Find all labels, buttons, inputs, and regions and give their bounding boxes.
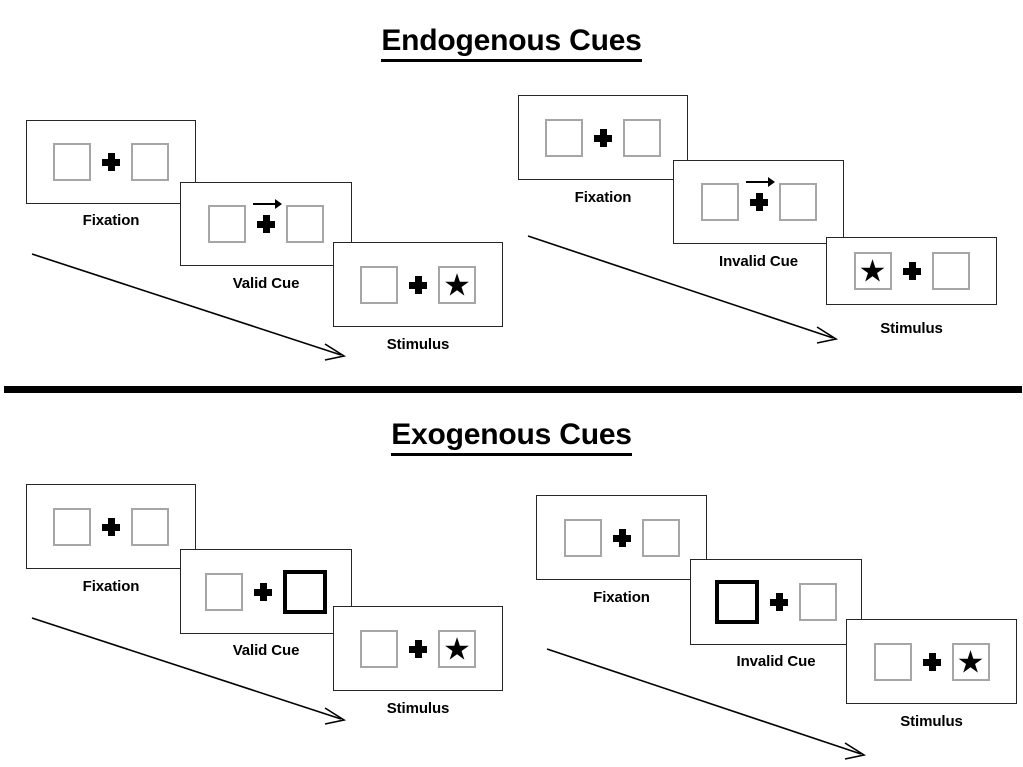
frame-content bbox=[27, 121, 195, 203]
label-exogenous-valid-cue: Valid Cue bbox=[232, 642, 300, 659]
fixation-cross-icon bbox=[902, 262, 921, 280]
left-placeholder-box bbox=[53, 143, 91, 181]
fixation-cross-icon bbox=[594, 128, 612, 147]
right-target-box: ★ bbox=[438, 265, 476, 304]
fixation-cross-icon bbox=[253, 199, 282, 233]
label-exogenous-valid-fixation: Fixation bbox=[82, 578, 140, 595]
fixation-cross-icon bbox=[409, 639, 427, 658]
arrow-right-icon bbox=[745, 177, 776, 187]
right-placeholder-box bbox=[799, 583, 837, 621]
frame-content bbox=[519, 96, 687, 179]
fixation-cross-icon bbox=[770, 593, 788, 611]
section-title-exogenous-text: Exogenous Cues bbox=[391, 418, 632, 456]
frame-endogenous-valid-fixation[interactable] bbox=[26, 120, 196, 204]
left-placeholder-box bbox=[208, 205, 246, 243]
section-title-exogenous: Exogenous Cues bbox=[0, 418, 1023, 456]
right-placeholder-box bbox=[286, 205, 324, 243]
frame-content bbox=[181, 550, 351, 633]
frame-content: ★ bbox=[334, 607, 502, 690]
left-target-box: ★ bbox=[853, 252, 892, 290]
left-cue-highlight-box bbox=[715, 580, 759, 624]
right-placeholder-box bbox=[131, 143, 169, 181]
star-icon: ★ bbox=[443, 631, 471, 666]
frame-content bbox=[181, 183, 351, 265]
frame-exogenous-valid-stimulus[interactable]: ★ bbox=[333, 606, 503, 691]
fixation-cross-icon bbox=[409, 275, 427, 294]
frame-endogenous-valid-cue[interactable] bbox=[180, 182, 352, 266]
right-target-box: ★ bbox=[438, 629, 476, 668]
fixation-cross-icon bbox=[922, 652, 941, 671]
right-cue-highlight-box bbox=[283, 569, 327, 614]
frame-exogenous-invalid-fixation[interactable] bbox=[536, 495, 707, 580]
left-placeholder-box bbox=[360, 265, 398, 304]
label-exogenous-valid-stimulus: Stimulus bbox=[386, 700, 450, 717]
frame-exogenous-invalid-stimulus[interactable]: ★ bbox=[846, 619, 1017, 704]
label-endogenous-valid-cue: Valid Cue bbox=[232, 275, 300, 292]
arrow-right-icon bbox=[253, 199, 283, 209]
left-placeholder-box bbox=[563, 518, 602, 557]
frame-content bbox=[674, 161, 843, 243]
frame-content: ★ bbox=[334, 243, 502, 326]
frame-endogenous-invalid-stimulus[interactable]: ★ bbox=[826, 237, 997, 305]
frame-endogenous-invalid-fixation[interactable] bbox=[518, 95, 688, 180]
fixation-cross-icon bbox=[612, 528, 631, 547]
fixation-cross-icon bbox=[102, 153, 120, 171]
frame-content bbox=[27, 485, 195, 568]
frame-exogenous-valid-fixation[interactable] bbox=[26, 484, 196, 569]
frame-content bbox=[537, 496, 706, 579]
label-exogenous-invalid-fixation: Fixation bbox=[593, 589, 650, 606]
section-title-endogenous: Endogenous Cues bbox=[0, 24, 1023, 62]
section-divider bbox=[4, 386, 1022, 393]
right-placeholder-box bbox=[131, 507, 169, 546]
frame-exogenous-invalid-cue[interactable] bbox=[690, 559, 862, 645]
fixation-cross-icon bbox=[254, 582, 272, 601]
label-exogenous-invalid-cue: Invalid Cue bbox=[736, 653, 816, 670]
left-placeholder-box bbox=[873, 642, 912, 681]
right-target-box: ★ bbox=[951, 642, 990, 681]
section-title-endogenous-text: Endogenous Cues bbox=[381, 24, 642, 62]
right-placeholder-box bbox=[931, 252, 970, 290]
frame-content: ★ bbox=[827, 238, 996, 304]
frame-endogenous-invalid-cue[interactable] bbox=[673, 160, 844, 244]
left-placeholder-box bbox=[545, 118, 583, 157]
fixation-cross-icon bbox=[102, 517, 120, 536]
frame-content: ★ bbox=[847, 620, 1016, 703]
right-placeholder-box bbox=[623, 118, 661, 157]
star-icon: ★ bbox=[443, 267, 471, 302]
left-placeholder-box bbox=[360, 629, 398, 668]
label-endogenous-invalid-cue: Invalid Cue bbox=[719, 253, 798, 270]
label-endogenous-invalid-fixation: Fixation bbox=[574, 189, 632, 206]
frame-endogenous-valid-stimulus[interactable]: ★ bbox=[333, 242, 503, 327]
label-endogenous-valid-stimulus: Stimulus bbox=[386, 336, 450, 353]
label-exogenous-invalid-stimulus: Stimulus bbox=[900, 713, 963, 730]
frame-content bbox=[691, 560, 861, 644]
diagonal-arrow-icon-exogenous-valid bbox=[31, 617, 347, 725]
right-placeholder-box bbox=[778, 183, 817, 221]
left-placeholder-box bbox=[205, 572, 243, 611]
fixation-cross-icon bbox=[745, 177, 775, 211]
label-endogenous-valid-fixation: Fixation bbox=[82, 212, 140, 229]
left-placeholder-box bbox=[700, 183, 739, 221]
star-icon: ★ bbox=[956, 644, 985, 679]
star-icon: ★ bbox=[858, 253, 887, 289]
right-placeholder-box bbox=[641, 518, 680, 557]
diagonal-arrow-icon-endogenous-valid bbox=[31, 253, 347, 361]
label-endogenous-invalid-stimulus: Stimulus bbox=[880, 320, 943, 337]
left-placeholder-box bbox=[53, 507, 91, 546]
frame-exogenous-valid-cue[interactable] bbox=[180, 549, 352, 634]
diagonal-arrow-icon-endogenous-invalid bbox=[527, 235, 839, 344]
diagonal-arrow-icon-exogenous-invalid bbox=[546, 648, 867, 760]
